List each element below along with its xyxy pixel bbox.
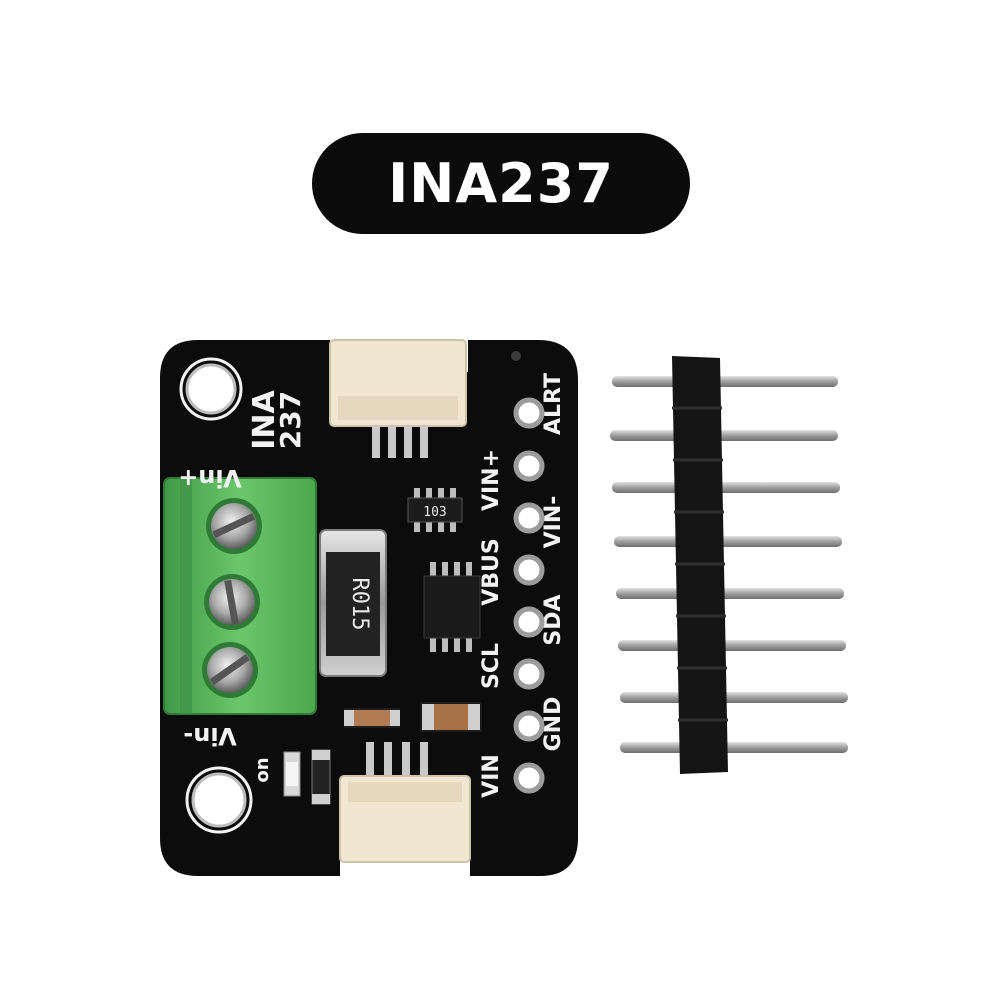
mounting-hole-top <box>179 357 243 421</box>
shunt-resistor: R015 <box>319 529 387 677</box>
screw-icon <box>206 498 262 554</box>
title-badge: INA237 <box>312 133 690 234</box>
title-text: INA237 <box>388 152 614 215</box>
screw-icon <box>204 574 260 630</box>
terminal-block <box>163 477 317 715</box>
stemma-connector-bottom <box>339 742 471 863</box>
power-led <box>283 751 301 797</box>
resistor-marking: R015 <box>347 578 372 631</box>
array-marking: 103 <box>423 505 446 520</box>
smd-capacitor <box>420 702 482 732</box>
pin-label-gnd: GND <box>541 697 566 752</box>
vin-plus-label: Vin+ <box>178 464 242 492</box>
part-number-label: 237 <box>274 391 307 449</box>
pin-pad <box>513 502 545 534</box>
pin-pad <box>513 397 545 429</box>
smd-resistor <box>311 749 331 805</box>
via-icon <box>511 351 521 361</box>
pin-header <box>610 356 848 774</box>
mounting-hole-bottom <box>185 766 253 834</box>
pin-label-scl: SCL <box>479 643 504 689</box>
pin-pad <box>513 450 545 482</box>
resistor-array: 103 <box>407 488 463 532</box>
smd-capacitor <box>344 708 400 728</box>
pin-pad <box>513 606 545 638</box>
pin-label-sda: SDA <box>541 594 566 645</box>
pin-label-vbus: VBUS <box>479 538 504 606</box>
pin-column: ALRT VIN+ VIN- VBUS SDA SCL GND VIN <box>479 373 566 798</box>
pin-pad <box>513 762 545 794</box>
vin-minus-label: Vin- <box>183 722 236 750</box>
ina-label: INA <box>247 389 282 449</box>
pin-pad <box>513 554 545 586</box>
screw-icon <box>202 642 258 698</box>
stemma-connector-top <box>329 339 467 458</box>
pin-label-vin: VIN <box>479 754 504 798</box>
ina237-chip <box>423 562 481 652</box>
pin-label-alrt: ALRT <box>541 373 566 435</box>
pin-pad <box>513 658 545 690</box>
pin-label-vin-plus: VIN+ <box>479 449 504 511</box>
on-label: on <box>252 757 273 782</box>
pin-label-vin-minus: VIN- <box>541 496 566 549</box>
pin-pad <box>513 710 545 742</box>
